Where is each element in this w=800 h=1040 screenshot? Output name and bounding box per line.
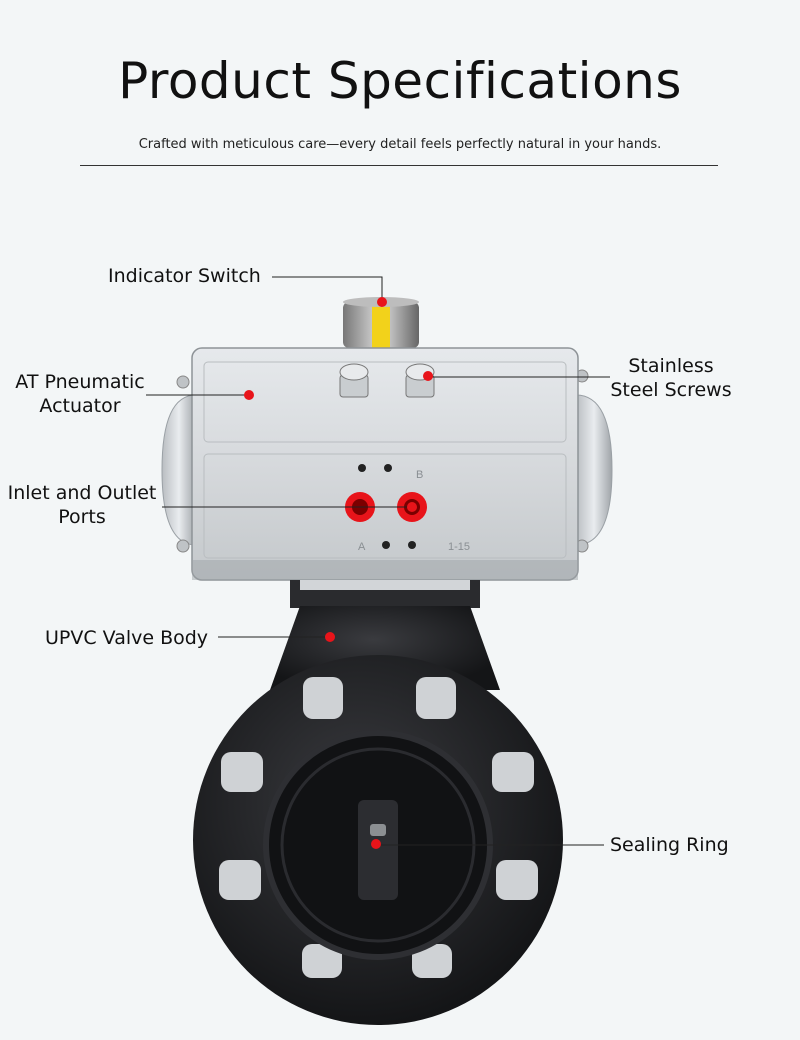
page-title: Product Specifications: [118, 52, 682, 110]
port-b-mark: B: [416, 469, 423, 481]
callout-markers: [244, 297, 433, 849]
port-a-mark: A: [358, 541, 366, 553]
callout-lines: [146, 276, 610, 846]
header-divider: [80, 165, 718, 166]
label-screws-line1: Stainless: [628, 355, 714, 377]
label-ports-line2: Ports: [58, 506, 106, 528]
label-screws-line2: Steel Screws: [610, 379, 732, 401]
upvc-valve-body: [193, 606, 563, 1025]
label-actuator-line2: Actuator: [39, 395, 121, 417]
stainless-screws: [339, 363, 435, 398]
label-actuator-line1: AT Pneumatic: [15, 371, 145, 393]
label-indicator-switch: Indicator Switch: [108, 265, 261, 287]
model-mark: 1-15: [448, 541, 470, 553]
label-inlet-outlet-ports: Inlet and Outlet Ports: [2, 481, 162, 529]
label-stainless-steel-screws: Stainless Steel Screws: [606, 354, 736, 402]
label-upvc-valve-body: UPVC Valve Body: [45, 627, 209, 649]
mounting-bracket: [290, 580, 480, 608]
label-sealing-ring: Sealing Ring: [610, 834, 729, 856]
label-ports-line1: Inlet and Outlet: [7, 482, 157, 504]
actuator-body: B A 1-15: [191, 347, 579, 581]
label-at-pneumatic-actuator: AT Pneumatic Actuator: [10, 370, 150, 418]
page-subtitle: Crafted with meticulous care—every detai…: [138, 137, 662, 152]
